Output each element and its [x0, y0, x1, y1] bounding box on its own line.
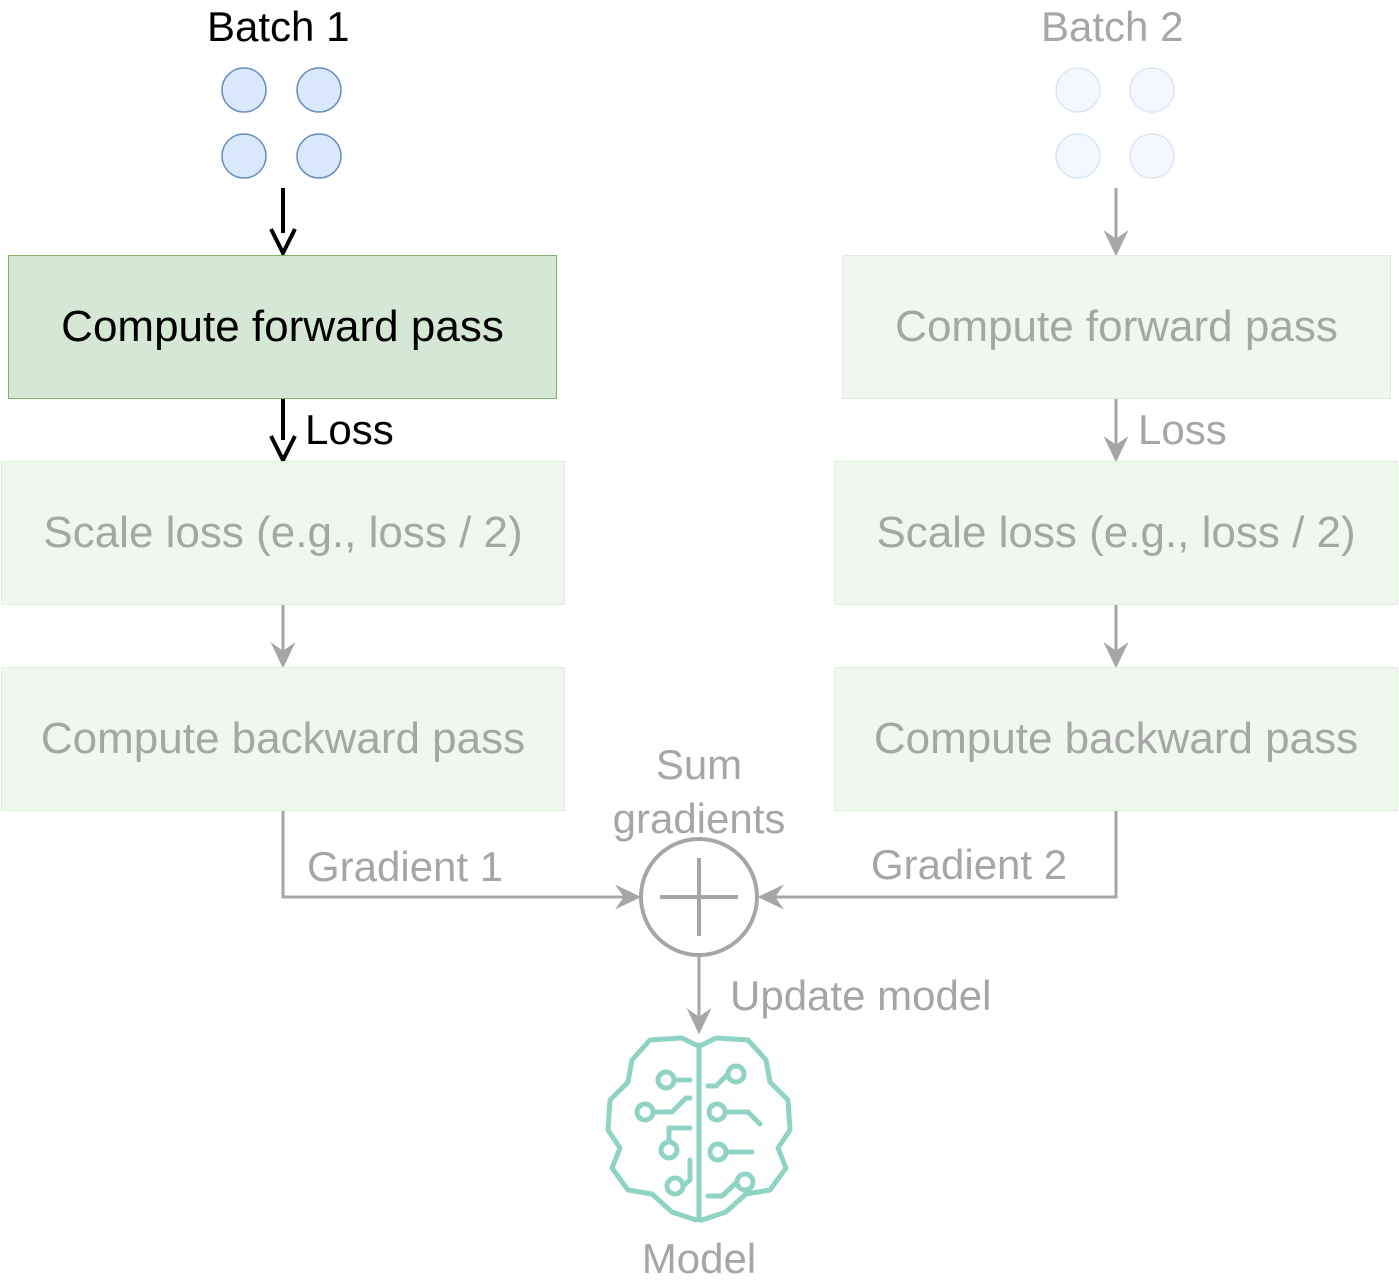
brain-circuit-icon: [605, 1035, 793, 1223]
left-scale-loss-label: Scale loss (e.g., loss / 2): [43, 508, 523, 557]
arrowhead: [615, 884, 642, 910]
left-loss-label: Loss: [305, 406, 394, 453]
arrowhead: [1103, 436, 1129, 463]
sum-label-line-1: Sum: [655, 741, 743, 788]
arrowhead: [269, 228, 297, 258]
right-scale-loss-label: Scale loss (e.g., loss / 2): [876, 508, 1356, 557]
gradient-2-label: Gradient 2: [871, 841, 1068, 888]
right-loss-label: Loss: [1138, 406, 1227, 453]
batch-2-dot: [1055, 67, 1101, 113]
arrowhead: [1103, 230, 1129, 257]
arrowhead: [757, 884, 784, 910]
batch-2-dot: [1129, 133, 1175, 179]
plus-circle-icon: [639, 837, 759, 957]
batch-2-dot: [1129, 67, 1175, 113]
left-backward-pass-label: Compute backward pass: [40, 714, 526, 763]
sum-gradients-label: Sum gradients: [599, 738, 799, 846]
right-forward-pass-box: Compute forward pass: [842, 255, 1391, 399]
arrow-gradient-1: [281, 811, 625, 899]
arrowhead: [270, 642, 296, 669]
batch-1-dot: [296, 133, 342, 179]
right-backward-pass-label: Compute backward pass: [873, 714, 1359, 763]
batch-2-label: Batch 2: [1041, 3, 1184, 50]
batch-1-label: Batch 1: [207, 3, 350, 50]
batch-2-dot: [1055, 133, 1101, 179]
batch-2-dots: [1055, 67, 1175, 179]
batch-1-dot: [296, 67, 342, 113]
arrow-gradient-2: [774, 811, 1118, 899]
left-forward-pass-box: Compute forward pass: [8, 255, 557, 399]
left-backward-pass-box: Compute backward pass: [1, 667, 565, 811]
arrow-update-model: [686, 955, 712, 1035]
right-forward-pass-label: Compute forward pass: [895, 302, 1338, 351]
model-label: Model: [641, 1235, 757, 1282]
batch-1-dot: [221, 133, 267, 179]
left-scale-loss-box: Scale loss (e.g., loss / 2): [1, 461, 565, 605]
arrowhead: [269, 435, 297, 465]
arrowhead: [1103, 642, 1129, 669]
right-backward-pass-box: Compute backward pass: [834, 667, 1398, 811]
update-model-label: Update model: [730, 972, 992, 1019]
batch-1-dot: [221, 67, 267, 113]
sum-label-line-2: gradients: [612, 795, 786, 842]
left-forward-pass-label: Compute forward pass: [61, 302, 504, 351]
right-scale-loss-box: Scale loss (e.g., loss / 2): [834, 461, 1398, 605]
batch-1-dots: [221, 67, 342, 179]
gradient-1-label: Gradient 1: [307, 843, 504, 890]
left-arrows: [269, 188, 642, 910]
right-arrows: [757, 188, 1129, 910]
